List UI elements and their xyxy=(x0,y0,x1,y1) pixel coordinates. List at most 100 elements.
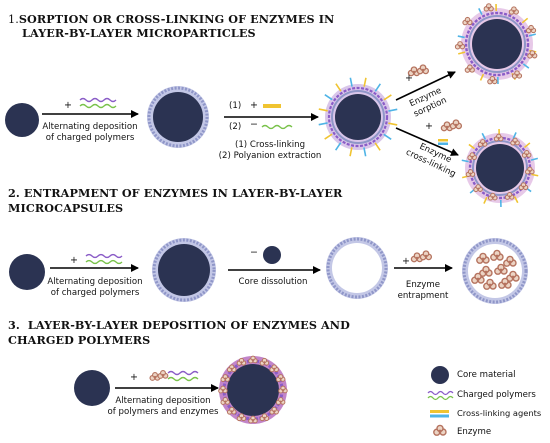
shell-enzyme-icon xyxy=(510,137,520,146)
reagent-enzyme-icon xyxy=(449,119,463,130)
enzyme-entrapment-line1: Enzyme xyxy=(405,280,441,290)
section3-alt-dep-line2: of polymers and enzymes xyxy=(107,406,219,417)
section2-title-line2: MICROCAPSULES xyxy=(8,201,124,215)
section1-arrow-sorption xyxy=(395,71,456,101)
crosslinker-spike xyxy=(374,142,381,151)
crosslink-desc-line2: (2) Polyanion extraction xyxy=(218,150,322,161)
crosslinker-spike xyxy=(324,133,333,140)
legend-enzyme-glyph xyxy=(433,424,447,436)
crosslinker-spike xyxy=(479,73,485,81)
crosslinker-spike xyxy=(388,122,398,126)
section1-sorption-enzyme-reagent xyxy=(407,64,430,77)
entrapped-enzyme-icon xyxy=(479,265,493,277)
step-2-marker: (2) xyxy=(229,122,242,132)
section1-alt-dep-line2: of charged polymers xyxy=(45,132,135,143)
section1-arrow-crosslinking xyxy=(395,127,459,156)
shell-enzyme-icon xyxy=(504,191,515,200)
shell-enzyme-icon xyxy=(487,75,498,85)
shell-enzyme-icon xyxy=(465,169,476,177)
section1-title-line2: LAYER-BY-LAYER MICROPARTICLES xyxy=(22,26,256,40)
crosslinker-spike xyxy=(457,35,465,39)
shell-enzyme-icon xyxy=(511,70,523,79)
section2-plus-sign: + xyxy=(70,255,78,266)
shell-enzyme-icon xyxy=(226,364,237,373)
crosslinker-spike xyxy=(483,196,488,204)
crosslinker-spike xyxy=(363,77,367,87)
section2-loaded-capsule xyxy=(462,238,528,304)
crosslinker-spike xyxy=(513,196,519,204)
core-dissolution-label: Core dissolution xyxy=(238,277,308,287)
shell-enzyme-icon xyxy=(218,385,228,394)
crosslinker-spike xyxy=(383,94,392,101)
entrapped-enzyme-icon xyxy=(476,252,490,264)
reagent-enzyme-icon xyxy=(407,66,421,77)
shell-enzyme-icon xyxy=(236,357,247,366)
legend-crosslinker-label: Cross-linking agents xyxy=(457,408,542,418)
crosslink-desc-line1: (1) Cross-linking xyxy=(234,140,306,150)
legend-core-icon xyxy=(431,366,449,384)
section1-sorption-result-particle xyxy=(454,3,538,85)
crosslinker-spike xyxy=(318,108,328,112)
section3-title-line1: LAYER-BY-LAYER DEPOSITION OF ENZYMES AND xyxy=(27,318,350,332)
entrapped-enzyme-icon xyxy=(498,277,512,289)
shell-enzyme-icon xyxy=(454,41,466,50)
shell-enzyme-icon xyxy=(525,166,535,175)
crosslinker-spike xyxy=(512,132,517,140)
shell-enzyme-icon xyxy=(226,406,237,415)
section2-number: 2. xyxy=(8,186,20,200)
shell-enzyme-icon xyxy=(467,152,477,161)
shell-enzyme-icon xyxy=(464,64,475,73)
section3-hybrid-particle xyxy=(218,355,288,424)
crosslinker-spike xyxy=(458,51,466,55)
section3-number: 3. xyxy=(8,318,20,332)
shell-enzyme-icon xyxy=(248,355,258,364)
step-1-plus-sign: + xyxy=(250,100,258,111)
entrapped-enzyme-icon xyxy=(494,263,508,275)
crosslinker-spike xyxy=(335,83,342,92)
section3-title: 3. LAYER-BY-LAYER DEPOSITION OF ENZYMES … xyxy=(8,318,350,333)
shell-enzyme-icon xyxy=(278,385,288,394)
section1-title-line1: SORPTION OR CROSS-LINKING OF ENZYMES IN xyxy=(18,12,335,26)
shell-enzyme-icon xyxy=(275,374,286,382)
section2-minus-sign: − xyxy=(250,247,258,258)
section1-number: 1. xyxy=(8,13,19,26)
section1-alt-dep-line1: Alternating deposition xyxy=(42,122,138,132)
crosslinker-spike xyxy=(481,132,487,140)
section2-reagent-polymers xyxy=(85,253,123,265)
entrapped-enzyme-icon xyxy=(503,255,517,267)
shell-enzyme-icon xyxy=(259,357,270,366)
section2-title: 2. ENTRAPMENT OF ENZYMES IN LAYER-BY-LAY… xyxy=(8,186,342,201)
crosslinker-spike xyxy=(374,83,382,92)
section1-core xyxy=(5,103,39,137)
legend-enzyme-label: Enzyme xyxy=(457,427,492,437)
legend-core-label: Core material xyxy=(457,370,516,380)
section1-crosslinker-reagents xyxy=(261,104,293,130)
section2-hollow-capsule xyxy=(326,237,388,299)
section2-core xyxy=(9,254,45,290)
crosslinker-spike xyxy=(524,142,531,149)
entrapped-enzyme-icon xyxy=(471,272,485,284)
shell-enzyme-icon xyxy=(508,6,519,15)
section3-plus-sign: + xyxy=(130,372,138,383)
reagent-enzyme-icon xyxy=(157,369,169,379)
shell-enzyme-icon xyxy=(462,16,473,26)
step-1-marker: (1) xyxy=(229,101,242,111)
crosslinker-spike xyxy=(468,143,475,150)
crosslinker-spike xyxy=(478,8,483,15)
step-2-minus-sign: − xyxy=(250,119,258,130)
entrapped-enzyme-icon xyxy=(490,249,504,261)
shell-enzyme-icon xyxy=(521,149,532,158)
crosslinker-spike xyxy=(334,142,342,151)
crosslinker-spike xyxy=(349,147,353,157)
entrapped-enzyme-icon xyxy=(506,270,520,282)
section1-crosslink-result-particle xyxy=(461,128,539,208)
shell-enzyme-icon xyxy=(483,3,494,12)
shell-enzyme-icon xyxy=(269,406,279,415)
crosslinker-spike xyxy=(461,159,469,163)
shell-enzyme-icon xyxy=(248,415,258,424)
section1-crosslink-enzyme-reagent xyxy=(438,119,463,145)
